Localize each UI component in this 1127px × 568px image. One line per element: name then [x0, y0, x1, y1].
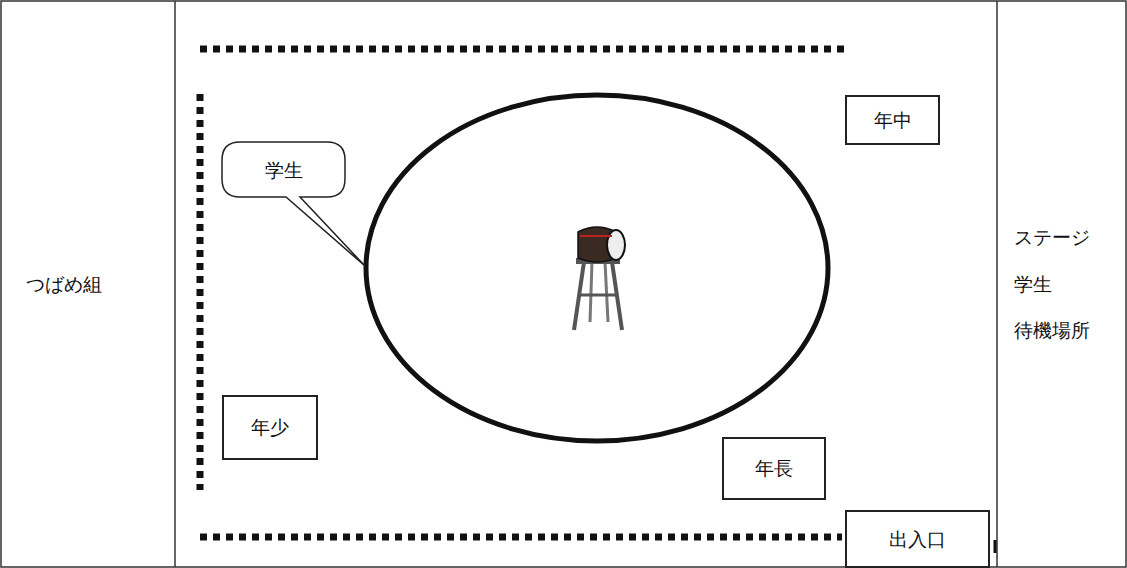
divider-line [996, 1, 998, 567]
node-label: 年中 [874, 109, 912, 132]
node-label: つばめ組 [26, 273, 102, 296]
stage-band: ステージ 学生 待機場所 [998, 1, 1126, 567]
class-band: つばめ組 [2, 1, 174, 567]
dance-circle [366, 95, 828, 441]
node-label: 年少 [251, 416, 289, 439]
dotted-boundary [200, 46, 846, 53]
node-label: 出入口 [889, 528, 946, 551]
entrance-box: 出入口 [845, 510, 990, 568]
node-label: 年長 [755, 457, 793, 480]
divider-line [174, 1, 176, 567]
node-label: ステージ 学生 待機場所 [1014, 214, 1101, 354]
group-box: 年長 [722, 437, 826, 500]
speech-bubble [222, 142, 365, 266]
dotted-boundary [197, 94, 204, 490]
group-box: 年少 [222, 395, 318, 460]
node-label: 学生 [265, 159, 303, 182]
door-mark [994, 540, 997, 553]
speech-callout: 学生 [226, 145, 342, 195]
dotted-boundary [200, 534, 842, 541]
taiko-drum [574, 227, 625, 330]
group-box: 年中 [845, 95, 940, 145]
